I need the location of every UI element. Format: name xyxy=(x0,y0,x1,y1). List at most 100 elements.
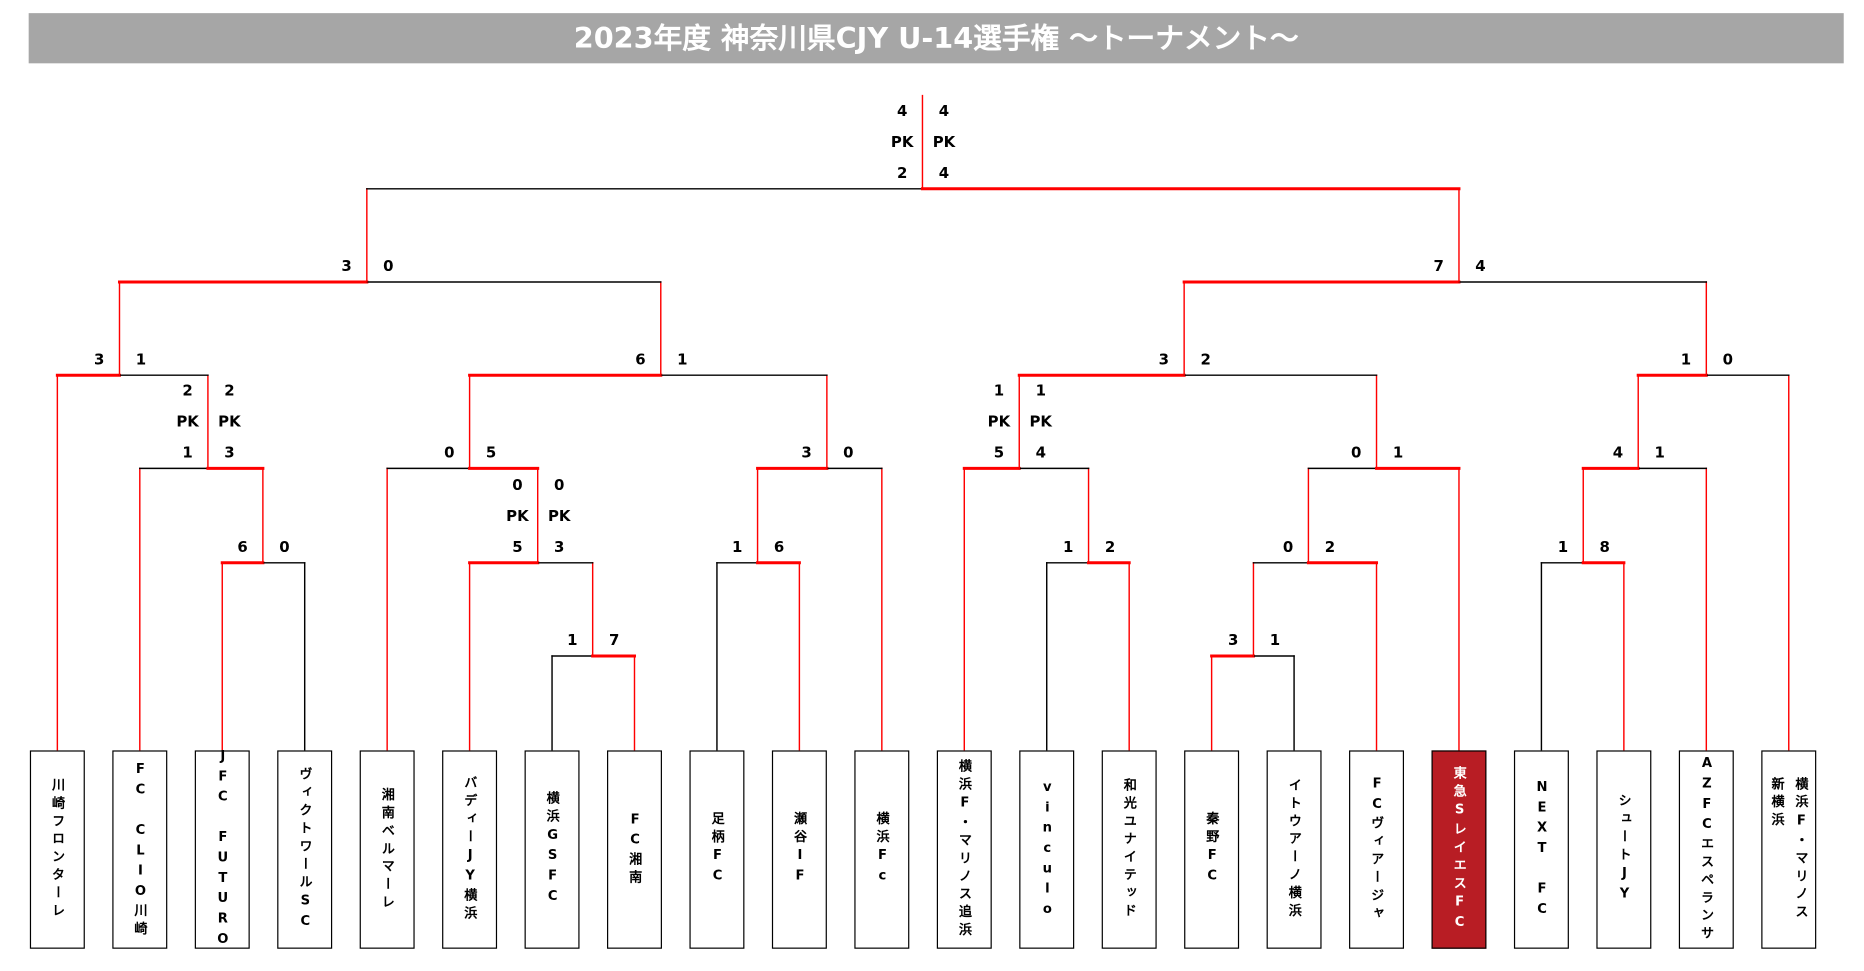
score-label: 0 xyxy=(554,476,564,494)
score-label: 1 xyxy=(1558,538,1568,556)
team-box: FCヴィアージャ xyxy=(1349,750,1405,949)
score-label: 1 xyxy=(1393,444,1403,462)
team-name: 川崎フロンターレ xyxy=(50,777,66,922)
team-name: シュートJY xyxy=(1616,793,1633,906)
score-label: 2 xyxy=(182,382,192,400)
team-name: 足柄FC xyxy=(709,811,726,888)
page-title: 2023年度 神奈川県CJY U-14選手権 ～トーナメント～ xyxy=(28,13,1844,64)
score-label: PK xyxy=(218,413,242,431)
team-name: バディーJY横浜 xyxy=(462,775,478,924)
score-label: 1 xyxy=(182,444,192,462)
score-label: 6 xyxy=(774,538,784,556)
score-label: 0 xyxy=(1351,444,1361,462)
team-box: FC CLIO川崎 xyxy=(112,750,168,949)
score-label: 3 xyxy=(801,444,811,462)
team-name: 和光ユナイテッド xyxy=(1122,777,1138,922)
score-label: 5 xyxy=(512,538,522,556)
team-name: NEXT FC xyxy=(1534,778,1550,921)
score-label: 0 xyxy=(383,257,393,275)
team-name: 横浜F・マリノス 新横浜 xyxy=(1769,776,1810,923)
score-label: 3 xyxy=(341,257,351,275)
score-label: 4 xyxy=(1475,257,1485,275)
team-box: JFC FUTURO xyxy=(194,748,250,951)
score-label: PK xyxy=(988,413,1012,431)
team-name: 秦野FC xyxy=(1204,811,1220,888)
team-name: 東急SレイエスFC xyxy=(1451,765,1468,934)
score-label: 7 xyxy=(1433,257,1443,275)
score-label: PK xyxy=(933,133,957,151)
score-label: 5 xyxy=(994,444,1004,462)
score-label: 7 xyxy=(609,631,619,649)
team-box: バディーJY横浜 xyxy=(442,750,498,949)
score-label: PK xyxy=(176,413,200,431)
score-label: 3 xyxy=(224,444,234,462)
score-label: 0 xyxy=(843,444,853,462)
team-box: イトウアーノ横浜 xyxy=(1266,750,1322,949)
team-name: FCヴィアージャ xyxy=(1369,775,1385,924)
team-box: 秦野FC xyxy=(1184,750,1240,949)
team-box: ヴィクトワールSC xyxy=(277,750,333,949)
score-label: 6 xyxy=(237,538,247,556)
score-label: 2 xyxy=(897,164,907,182)
team-name: 横浜F・マリノス追浜 xyxy=(957,758,973,941)
score-label: 4 xyxy=(1613,444,1623,462)
team-name: 横浜Fc xyxy=(874,811,891,888)
score-label: 0 xyxy=(444,444,454,462)
score-label: PK xyxy=(891,133,915,151)
score-label: 2 xyxy=(1105,538,1115,556)
score-label: 4 xyxy=(939,164,949,182)
score-label: 0 xyxy=(1283,538,1293,556)
team-name: ヴィクトワールSC xyxy=(297,766,314,933)
score-label: PK xyxy=(1030,413,1054,431)
score-label: 2 xyxy=(1200,350,1210,368)
score-label: 3 xyxy=(1159,350,1169,368)
score-label: 1 xyxy=(677,350,687,368)
score-label: PK xyxy=(548,507,572,525)
score-label: 1 xyxy=(1063,538,1073,556)
score-label: 1 xyxy=(567,631,577,649)
team-box: vinculo xyxy=(1019,750,1075,949)
score-label: 5 xyxy=(486,444,496,462)
score-label: 4 xyxy=(897,102,907,120)
score-label: 8 xyxy=(1600,538,1610,556)
team-name: AZFCエスペランサ xyxy=(1699,755,1715,944)
score-label: 1 xyxy=(994,382,1004,400)
score-label: 1 xyxy=(136,350,146,368)
score-label: 1 xyxy=(1270,631,1280,649)
team-box: FC湘南 xyxy=(607,750,662,949)
team-box: 横浜F・マリノス 新横浜 xyxy=(1761,750,1817,949)
team-box: 和光ユナイテッド xyxy=(1101,750,1157,949)
team-box: NEXT FC xyxy=(1513,750,1569,949)
team-box: 瀬谷IF xyxy=(771,750,827,949)
team-box: 横浜GSFC xyxy=(524,750,580,949)
score-label: 2 xyxy=(224,382,234,400)
score-label: PK xyxy=(506,507,530,525)
score-label: 3 xyxy=(554,538,564,556)
team-box: 東急SレイエスFC xyxy=(1431,750,1487,949)
score-label: 0 xyxy=(279,538,289,556)
score-label: 2 xyxy=(1325,538,1335,556)
team-name: 湘南ベルマーレ xyxy=(379,786,396,913)
team-box: 湘南ベルマーレ xyxy=(359,750,415,949)
score-label: 4 xyxy=(1036,444,1046,462)
team-name: 横浜GSFC xyxy=(544,791,561,909)
team-name: イトウアーノ横浜 xyxy=(1286,777,1303,922)
team-name: 瀬谷IF xyxy=(792,811,808,888)
score-label: 4 xyxy=(939,102,949,120)
team-box: 横浜F・マリノス追浜 xyxy=(936,750,992,949)
score-label: 0 xyxy=(1723,350,1733,368)
score-label: 1 xyxy=(1681,350,1691,368)
score-label: 3 xyxy=(1228,631,1238,649)
team-box: 横浜Fc xyxy=(854,750,910,949)
score-label: 3 xyxy=(94,350,104,368)
team-box: 足柄FC xyxy=(689,750,745,949)
score-label: 6 xyxy=(635,350,645,368)
score-label: 1 xyxy=(732,538,742,556)
score-label: 0 xyxy=(512,476,522,494)
team-box: AZFCエスペランサ xyxy=(1678,750,1734,949)
team-name: FC CLIO川崎 xyxy=(132,760,149,939)
team-box: 川崎フロンターレ xyxy=(29,750,85,949)
team-name: vinculo xyxy=(1039,778,1056,921)
